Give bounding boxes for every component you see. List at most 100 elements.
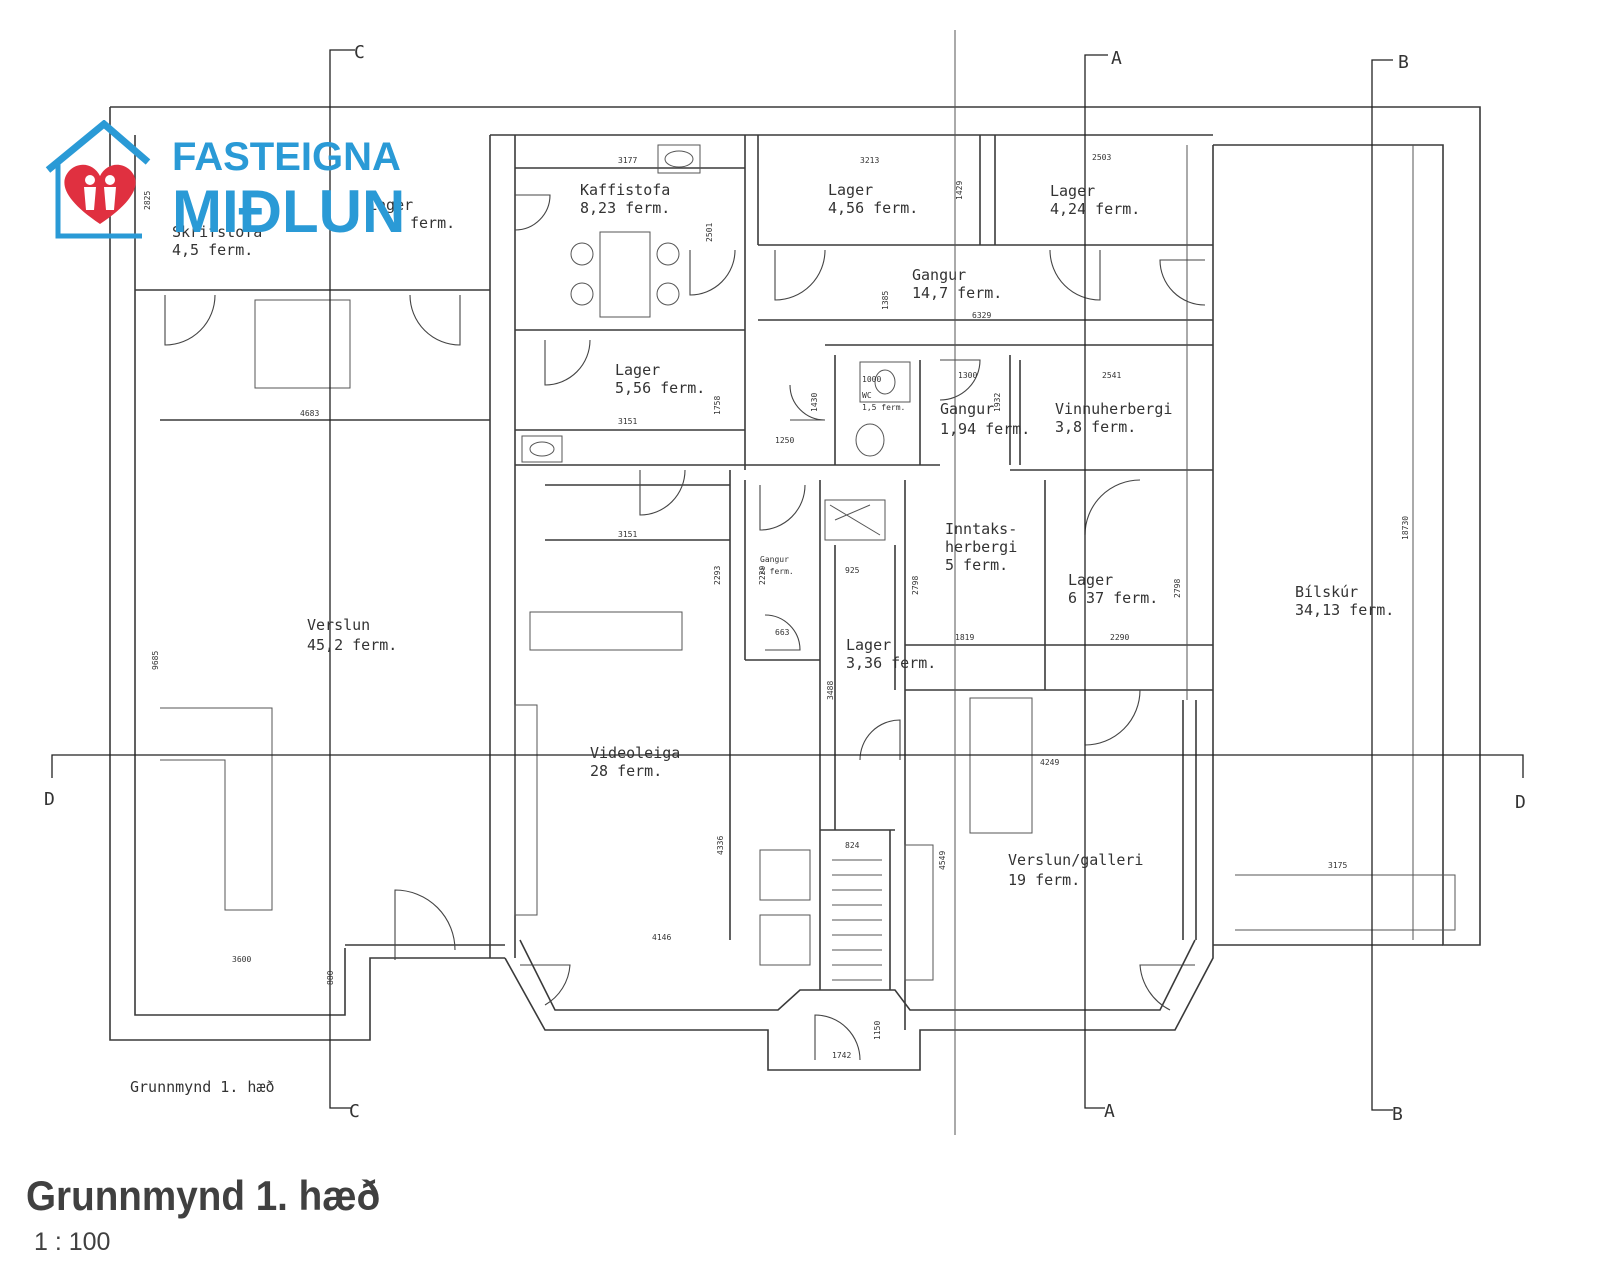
dimension-label: 1932	[993, 393, 1002, 412]
room-area-verslun: 45,2 ferm.	[307, 636, 397, 654]
room-area-lager-1: 4,56 ferm.	[828, 199, 918, 217]
room-label-vinnuherbergi: Vinnuherbergi	[1055, 400, 1172, 418]
room-area-vinnuherbergi: 3,8 ferm.	[1055, 418, 1136, 436]
dimension-label: 4549	[938, 851, 947, 870]
outer-walls	[109, 106, 1481, 1071]
interior-walls	[135, 134, 1213, 1030]
dimension-label: 2825	[143, 191, 152, 210]
dimension-label: 1385	[881, 291, 890, 310]
dimension-label: 2541	[1102, 371, 1121, 380]
dimension-label: 2290	[1110, 633, 1129, 642]
section-marker-d-right: D	[1515, 792, 1526, 813]
dimension-label: 1300	[958, 371, 977, 380]
room-label-lager-2: Lager	[1050, 182, 1095, 200]
room-label-verslun-galleri: Verslun/galleri	[1008, 851, 1143, 869]
dimension-label: 880	[326, 970, 335, 985]
room-area-gangur-main: 14,7 ferm.	[912, 284, 1002, 302]
dimension-label: 4249	[1040, 758, 1059, 767]
dimension-label: 4336	[716, 836, 725, 855]
room-label-inntaksherbergi: Inntaks-	[945, 520, 1017, 538]
scale-label: 1 : 100	[34, 1228, 111, 1256]
room-label-lager-office: Lager	[368, 196, 413, 214]
room-label-wc: WC	[862, 391, 872, 400]
house-heart-icon	[45, 120, 151, 239]
dimension-labels: 3177 3213 2503 2825 2501 1429 1385 6329 …	[143, 153, 1410, 1060]
room-label-gangur-tiny: Gangur	[760, 555, 789, 564]
room-area-bilskur: 34,13 ferm.	[1295, 601, 1394, 619]
dimension-label: 1742	[832, 1051, 851, 1060]
room-area-wc: 1,5 ferm.	[862, 403, 905, 412]
dimension-label: 1819	[955, 633, 974, 642]
doors	[164, 194, 1206, 1061]
dimension-label: 2798	[1173, 579, 1182, 598]
dimension-label: 3175	[1328, 861, 1347, 870]
room-label-videoleiga: Videoleiga	[590, 744, 680, 762]
dimension-label: 1150	[873, 1021, 882, 1040]
dimension-label: 925	[845, 566, 860, 575]
dimension-label: 3213	[860, 156, 879, 165]
room-label-lager-5: Lager	[846, 636, 891, 654]
dimension-label: 4683	[300, 409, 319, 418]
room-label-skrifstofa: Skrifstofa	[172, 223, 262, 241]
dimension-label: 2798	[911, 576, 920, 595]
room-area-lager-2: 4,24 ferm.	[1050, 200, 1140, 218]
section-marker-b-bottom: B	[1392, 1104, 1403, 1125]
dimension-label: 3488	[826, 681, 835, 700]
room-area-verslun-galleri: 19 ferm.	[1008, 871, 1080, 889]
dimension-label: 3151	[618, 530, 637, 539]
room-label-gangur-small: Gangur	[940, 400, 994, 418]
section-marker-a-bottom: A	[1104, 1101, 1115, 1122]
room-area-lager-3: 5,56 ferm.	[615, 379, 705, 397]
room-label-inntaksherbergi-2: herbergi	[945, 538, 1017, 556]
dimension-label: 1758	[713, 396, 722, 415]
page-title: Grunnmynd 1. hæð	[26, 1172, 381, 1219]
room-labels: Skrifstofa 4,5 ferm. Lager ferm. Kaffist…	[172, 181, 1394, 889]
section-marker-c-top: C	[354, 42, 365, 63]
section-marker-d-left: D	[44, 789, 55, 810]
room-area-lager-4: 6 37 ferm.	[1068, 589, 1158, 607]
dimension-label: 1429	[955, 181, 964, 200]
room-area-kaffistofa: 8,23 ferm.	[580, 199, 670, 217]
room-area-inntaksherbergi: 5 ferm.	[945, 556, 1008, 574]
dimension-label: 4146	[652, 933, 671, 942]
room-label-lager-3: Lager	[615, 361, 660, 379]
room-label-gangur-main: Gangur	[912, 266, 966, 284]
dimension-label: 18730	[1401, 516, 1410, 540]
dimension-label: 663	[775, 628, 790, 637]
room-area-skrifstofa: 4,5 ferm.	[172, 241, 253, 259]
room-area-gangur-tiny: 2 ferm.	[760, 567, 794, 576]
dimension-label: 824	[845, 841, 860, 850]
section-marker-a-top: A	[1111, 48, 1122, 69]
dimension-label: 6329	[972, 311, 991, 320]
room-label-verslun: Verslun	[307, 616, 370, 634]
dimension-label: 2503	[1092, 153, 1111, 162]
dimension-label: 2501	[705, 223, 714, 242]
fixtures	[160, 144, 1033, 981]
dimension-label: 2293	[713, 566, 722, 585]
logo-text-midlun: MIÐLUN	[172, 178, 405, 245]
section-marker-c-bottom: C	[349, 1101, 360, 1122]
staircase	[832, 859, 882, 981]
section-marker-b-top: B	[1398, 52, 1409, 73]
dimension-label: 1430	[810, 393, 819, 412]
dimension-label: 1000	[862, 375, 881, 384]
dimension-label: 2229	[758, 566, 767, 585]
room-label-kaffistofa: Kaffistofa	[580, 181, 670, 199]
room-area-videoleiga: 28 ferm.	[590, 762, 662, 780]
company-logo: FASTEIGNA MIÐLUN	[45, 120, 405, 245]
room-label-lager-4: Lager	[1068, 571, 1113, 589]
dimension-label: 3177	[618, 156, 637, 165]
dimension-label: 1250	[775, 436, 794, 445]
room-area-lager-5: 3,36 ferm.	[846, 654, 936, 672]
dimension-label: 9685	[151, 651, 160, 670]
drawing-caption: Grunnmynd 1. hæð	[130, 1078, 275, 1096]
room-area-gangur-small: 1,94 ferm.	[940, 420, 1030, 438]
section-lines	[51, 30, 1524, 1135]
dimension-label: 3151	[618, 417, 637, 426]
room-label-lager-1: Lager	[828, 181, 873, 199]
logo-text-fasteigna: FASTEIGNA	[172, 135, 401, 179]
room-area-lager-office: ferm.	[410, 214, 455, 232]
room-label-bilskur: Bílskúr	[1295, 583, 1358, 601]
dimension-label: 3600	[232, 955, 251, 964]
